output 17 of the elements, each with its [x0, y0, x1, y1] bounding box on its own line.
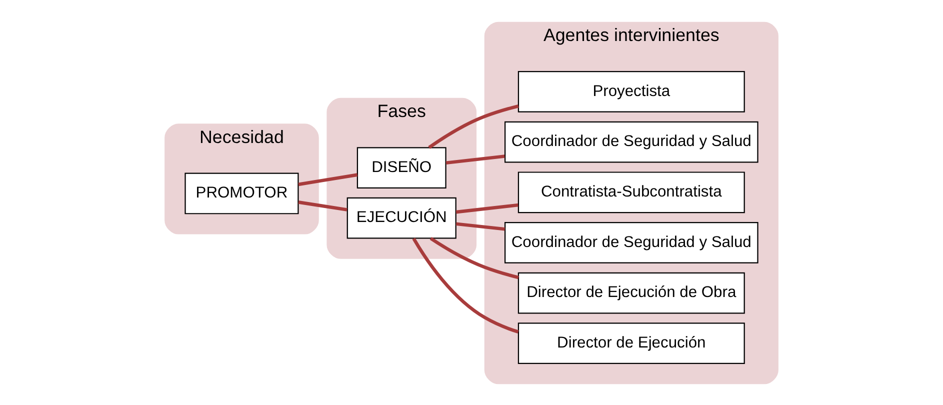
node-box: Contratista-Subcontratista: [518, 171, 745, 213]
connector: [456, 222, 506, 230]
connector: [412, 237, 519, 333]
node-box: DISEÑO: [356, 146, 446, 188]
connector: [456, 202, 518, 214]
connector: [446, 154, 505, 164]
node-box: Coordinador de Seguridad y Salud: [504, 120, 758, 162]
node-box: Coordinador de Seguridad y Salud: [504, 222, 758, 263]
connector: [298, 200, 348, 211]
node-box: EJECUCIÓN: [346, 196, 456, 238]
connector: [428, 104, 519, 148]
node-box: PROMOTOR: [184, 172, 299, 214]
connector: [430, 236, 519, 279]
node-box: Director de Ejecución: [518, 322, 745, 364]
connector: [298, 172, 358, 186]
node-box: Director de Ejecución de Obra: [518, 272, 745, 314]
node-box: Proyectista: [518, 70, 745, 112]
